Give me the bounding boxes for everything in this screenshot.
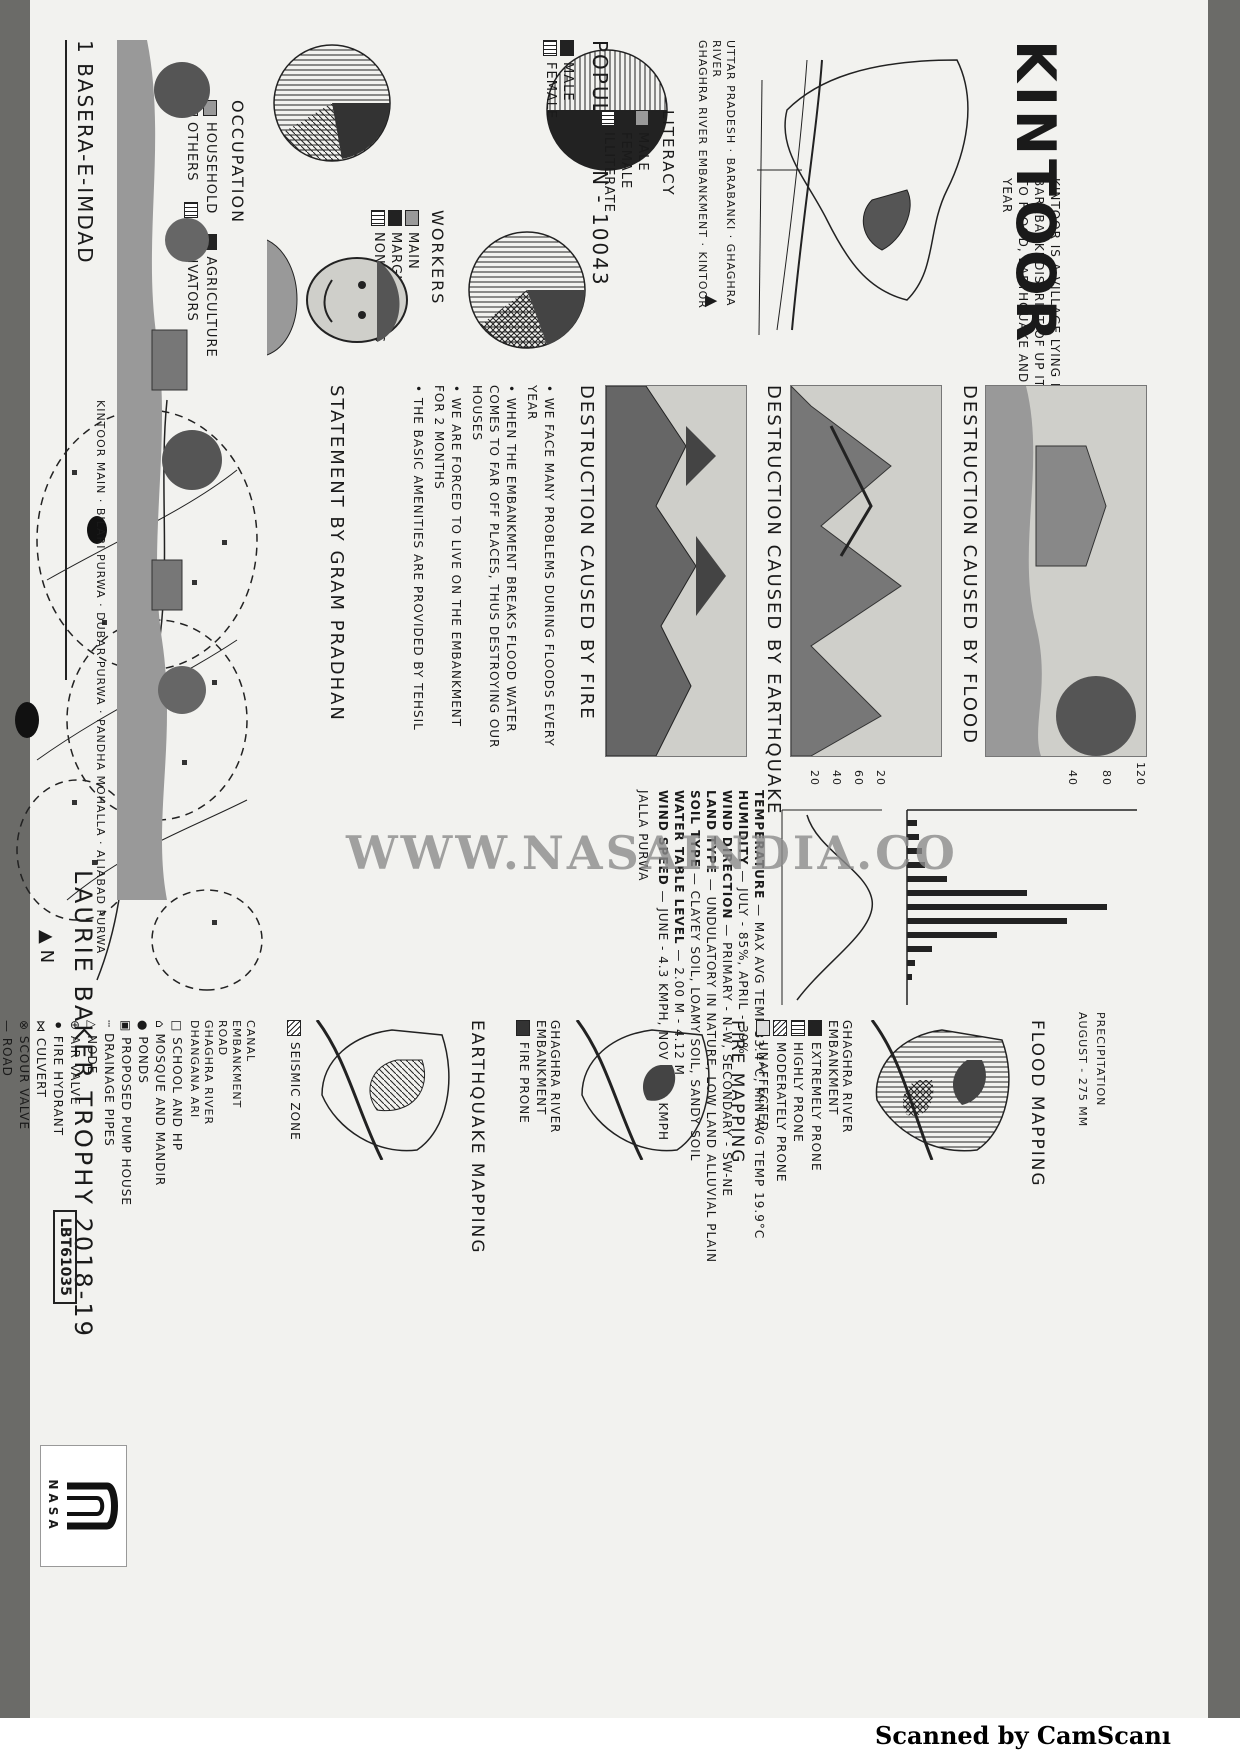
precipitation-peak: AUGUST - 275 MM — [1076, 1012, 1089, 1128]
statement-block: • WE FACE MANY PROBLEMS DURING FLOODS EV… — [405, 385, 557, 755]
destruction-flood-caption: DESTRUCTION CAUSED BY FLOOD — [959, 385, 980, 746]
label-ghaghra-river-map: GHAGHRA RIVER — [202, 1020, 215, 1126]
flood-map — [870, 1020, 1010, 1160]
label-kintoor-main: KINTOOR MAIN — [94, 400, 107, 495]
statement-bullet-3: • WE ARE FORCED TO LIVE ON THE EMBANKMEN… — [432, 385, 463, 728]
fire-mapping-legend: GHAGHRA RIVER EMBANKMENT FIRE PRONE — [514, 1020, 566, 1170]
nasa-logo-text: NASA — [46, 1479, 60, 1533]
landscape-sketch — [117, 40, 237, 900]
legend-mosque: ⌂ MOSQUE AND MANDIR — [153, 1020, 167, 1187]
legend-extremely-prone: EXTREMELY PRONE — [809, 1042, 823, 1172]
legend-lit-female: FEMALE — [618, 132, 633, 190]
drainage-icon: ┄ — [102, 1020, 116, 1029]
legend-unaffected: UNAFFECTED — [756, 1042, 771, 1132]
village-map-context-labels: CANAL EMBANKMENT ROAD GHAGHRA RIVER DHAN… — [187, 1020, 257, 1170]
temperature-ticks: 20 60 40 20 — [808, 770, 887, 786]
flood-sketch — [985, 385, 1147, 757]
project-title: 1 BASERA-E-IMDAD — [73, 40, 97, 265]
location-map — [757, 59, 969, 336]
legend-pump-house: ▣ PROPOSED PUMP HOUSE — [119, 1020, 133, 1207]
legend-seismic-zone: SEISMIC ZONE — [288, 1042, 302, 1141]
fire-map — [575, 1020, 710, 1160]
legend-culvert: ⋈ CULVERT — [34, 1020, 48, 1098]
legend-male: MALE — [560, 62, 575, 102]
statement-bullet-2: • WHEN THE EMBANKMENT BREAKS FLOOD WATER… — [470, 385, 518, 749]
title-rule — [65, 40, 67, 680]
legend-road: — ROAD — [0, 1020, 14, 1077]
earthquake-mapping-heading: EARTHQUAKE MAPPING — [467, 1020, 487, 1255]
legend-lit-male: MALE — [635, 132, 650, 172]
destruction-earthquake-caption: DESTRUCTION CAUSED BY EARTHQUAKE — [763, 385, 784, 816]
north-arrow-icon: ▲ — [36, 930, 57, 944]
statement-bullet-4: • THE BASIC AMENITIES ARE PROVIDED BY TE… — [411, 385, 425, 731]
village-north-arrow: ▲ N — [36, 930, 57, 963]
culvert-icon: ⋈ — [34, 1020, 48, 1033]
population-legend: MALE FEMALE — [541, 40, 577, 119]
precipitation-ticks: 120 80 40 — [1066, 762, 1147, 786]
legend-scour-valve: ⊗ SCOUR VALVE — [17, 1020, 31, 1131]
statement-caption: STATEMENT BY GRAM PRADHAN — [326, 385, 347, 722]
legend-fire-prone: FIRE PRONE — [517, 1042, 531, 1124]
workers-heading: WORKERS — [428, 210, 447, 306]
scour-valve-icon: ⊗ — [17, 1020, 31, 1032]
literacy-heading: LITERACY — [659, 110, 677, 197]
pump-house-icon: ▣ — [119, 1020, 133, 1033]
scanner-stamp: Scanned by CamScanı — [865, 1718, 1240, 1754]
workers-pie — [468, 231, 586, 349]
mosque-icon: ⌂ — [153, 1020, 167, 1029]
occupation-pie — [273, 44, 391, 162]
legend-drainage: ┄ DRAINAGE PIPES — [102, 1020, 116, 1147]
watermark: WWW.NASAINDIA.CO — [346, 826, 958, 880]
earthquake-map — [315, 1020, 450, 1160]
fire-river-label: GHAGHRA RIVER EMBANKMENT — [534, 1020, 562, 1134]
label-bilari-purwa: BILARI PURWA — [94, 507, 107, 599]
temperature-chart — [781, 809, 882, 1005]
label-uttar-pradesh: UTTAR PRADESH — [724, 40, 737, 145]
label-dubar-purwa: DUBAR PURWA — [94, 612, 107, 706]
flood-river-label: GHAGHRA RIVER EMBANKMENT — [826, 1020, 854, 1134]
fire-sketch — [605, 385, 747, 757]
road-icon: — — [0, 1020, 14, 1033]
legend-ponds: ● PONDS — [136, 1020, 150, 1084]
label-road: ROAD — [216, 1020, 229, 1057]
north-arrow-icon: ▲ — [703, 295, 722, 308]
legend-school: □ SCHOOL AND HP — [170, 1020, 184, 1152]
gram-pradhan-portrait — [266, 230, 417, 360]
pond-icon: ● — [136, 1020, 150, 1032]
label-barabanki: BARABANKI — [724, 157, 737, 231]
nasa-logo-icon — [67, 1482, 118, 1530]
label-ghaghra-embankment: GHAGHRA RIVER EMBANKMENT — [696, 40, 709, 238]
precipitation-label: PRECIPITATION — [1094, 1012, 1107, 1107]
label-pandha-mohalla: PANDHA MOHALLA — [94, 719, 107, 837]
legend-highly-prone: HIGHLY PRONE — [791, 1042, 806, 1143]
fire-mapping-heading: FIRE MAPPING — [727, 1020, 747, 1165]
school-icon: □ — [170, 1020, 184, 1033]
entry-code: LBT61035 — [53, 1210, 77, 1304]
rotated-sheet-content: KINTOOR KINTOOR IS A VILLAGE LYING IN TH… — [0, 40, 1147, 1567]
flood-mapping-legend: GHAGHRA RIVER EMBANKMENT EXTREMELY PRONE… — [753, 1020, 857, 1182]
earthquake-mapping-legend: SEISMIC ZONE — [285, 1020, 306, 1170]
legend-moderately-prone: MODERATELY PRONE — [774, 1042, 788, 1183]
legend-fire-hydrant: ⚫ FIRE HYDRANT — [51, 1020, 65, 1137]
precipitation-chart — [906, 809, 1137, 1005]
north-label: N — [36, 949, 57, 964]
destruction-fire-caption: DESTRUCTION CAUSED BY FIRE — [576, 385, 597, 721]
label-embankment: EMBANKMENT — [230, 1020, 243, 1109]
legend-female: FEMALE — [543, 62, 558, 120]
drawing-sheet — [30, 0, 1208, 1718]
literacy-legend: MALE FEMALE ILLITERATE — [599, 110, 652, 213]
label-dhangana-ari: DHANGANA ARI — [188, 1020, 201, 1119]
statement-bullet-1: • WE FACE MANY PROBLEMS DURING FLOODS EV… — [525, 385, 556, 747]
earthquake-sketch — [790, 385, 942, 757]
legend-illiterate: ILLITERATE — [601, 132, 616, 213]
nasa-logo: NASA — [40, 1445, 127, 1567]
label-canal: CANAL — [244, 1020, 257, 1063]
fire-hydrant-icon: ⚫ — [51, 1020, 65, 1032]
flood-mapping-heading: FLOOD MAPPING — [1027, 1020, 1047, 1188]
